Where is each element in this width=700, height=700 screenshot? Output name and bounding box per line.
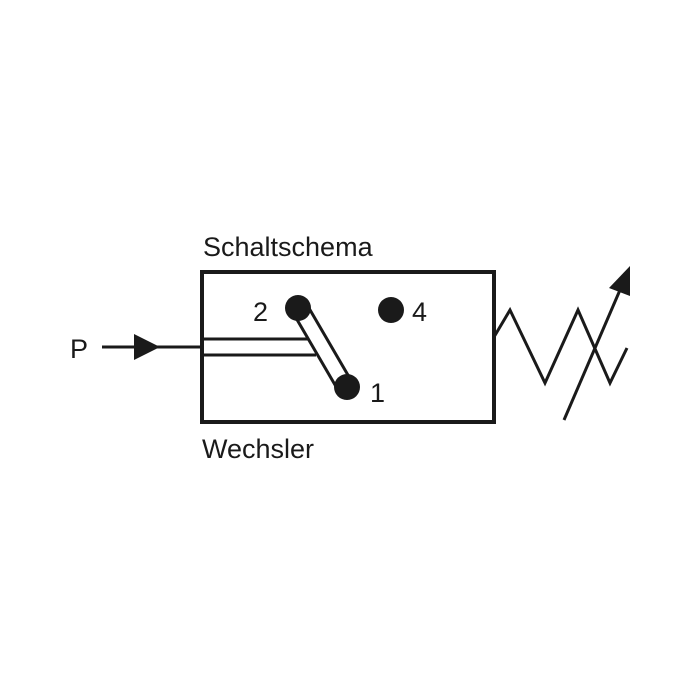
contact-dot-icon: [378, 297, 404, 323]
input-label: P: [70, 334, 88, 364]
arrow-right-icon: [102, 334, 202, 360]
contact-dot-icon: [285, 295, 311, 321]
diagram-title: Schaltschema: [203, 232, 374, 262]
adjustable-spring-icon: [492, 266, 630, 421]
actuator-plunger: [202, 337, 316, 357]
port-label-4: 4: [412, 297, 427, 327]
switch-lever: [290, 302, 354, 391]
contact-dot-icon: [334, 374, 360, 400]
port-label-1: 1: [370, 378, 385, 408]
diagram-subtitle: Wechsler: [202, 434, 314, 464]
port-label-2: 2: [253, 297, 268, 327]
